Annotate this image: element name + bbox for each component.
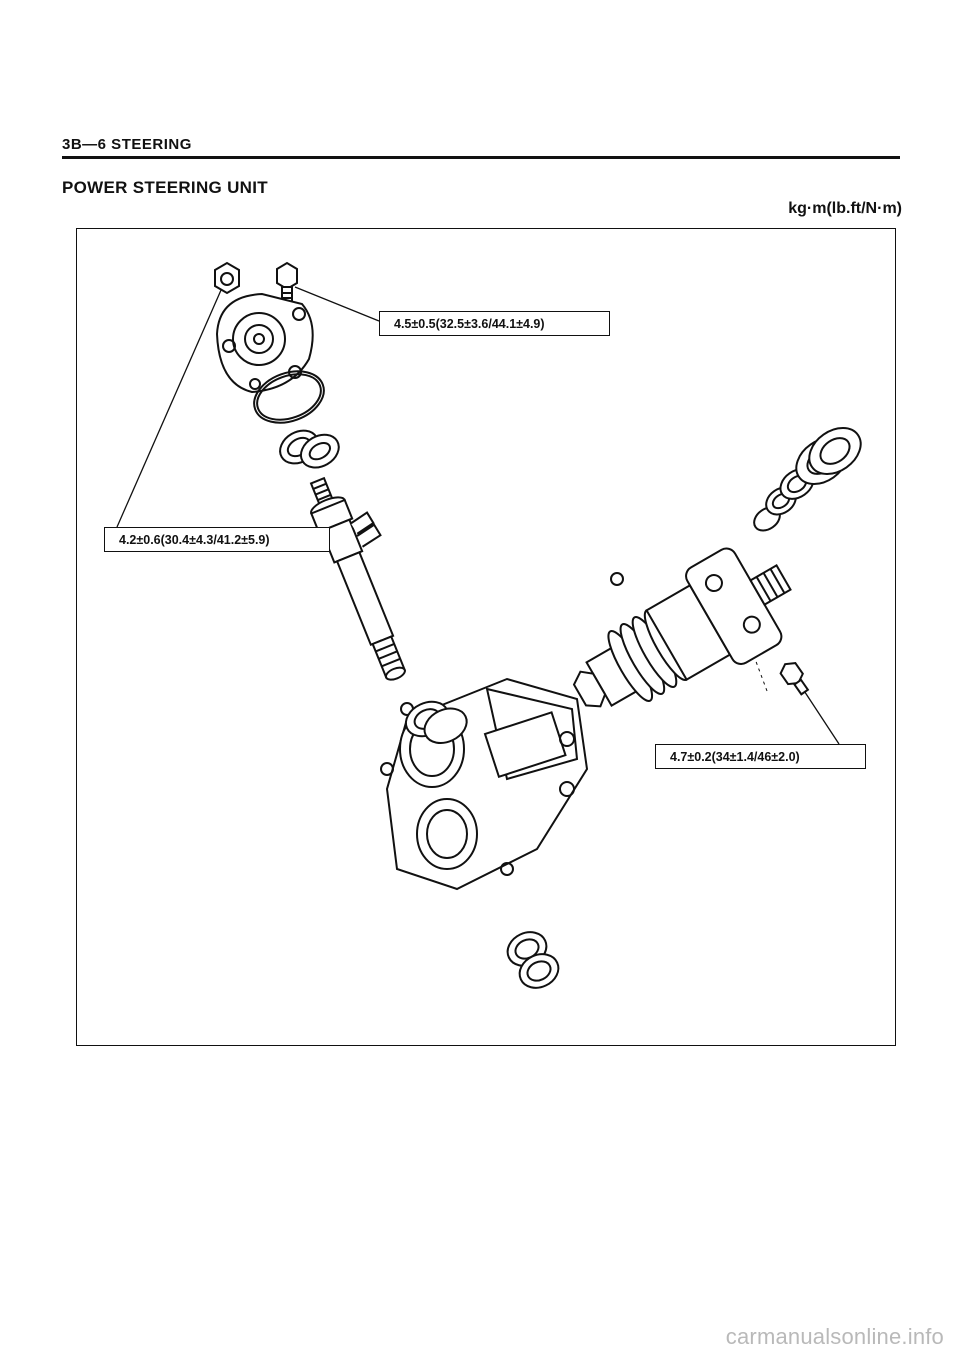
lock-nut — [214, 261, 240, 295]
page-header: 3B—6 STEERING — [62, 136, 192, 153]
oil-seals-lower — [506, 931, 560, 989]
torque-units: kg·m(lb.ft/N·m) — [788, 200, 902, 217]
watermark-text: carmanualsonline.info — [725, 1324, 944, 1349]
needle-bearing-upper — [279, 429, 340, 469]
seal-rings-upper — [753, 427, 862, 532]
torque-callout-valve-bolt: 4.7±0.2(34±1.4/46±2.0) — [655, 744, 866, 769]
section-title: POWER STEERING UNIT — [62, 178, 268, 197]
torque-callout-lock-nut: 4.2±0.6(30.4±4.3/41.2±5.9) — [104, 527, 330, 552]
exploded-diagram-frame: 4.5±0.5(32.5±3.6/44.1±4.9) 4.2±0.6(30.4±… — [76, 228, 896, 1046]
control-valve-assembly — [572, 547, 792, 708]
small-plug — [610, 572, 624, 586]
side-cover — [215, 292, 314, 394]
sector-shaft — [309, 476, 407, 681]
cover-bolt — [276, 261, 298, 304]
header-rule — [62, 156, 900, 159]
torque-callout-cover-bolt: 4.5±0.5(32.5±3.6/44.1±4.9) — [379, 311, 610, 336]
power-steering-exploded-view — [116, 261, 862, 989]
o-ring — [253, 370, 325, 424]
valve-housing-bolt — [779, 662, 810, 696]
needle-bearing-housing — [404, 700, 468, 744]
